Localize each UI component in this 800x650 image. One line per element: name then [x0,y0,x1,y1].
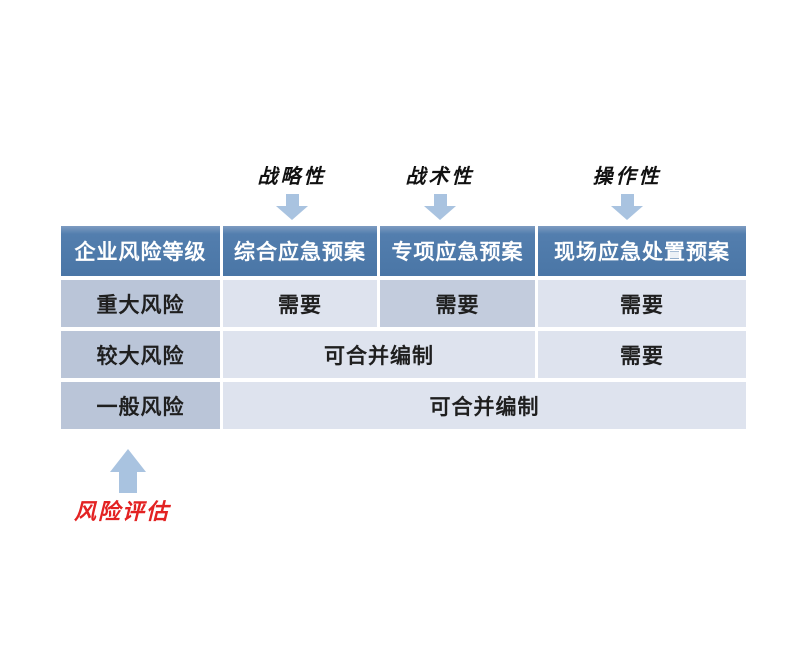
callout-operational: 操作性 [557,160,697,220]
header-cell-onsite-plan: 现场应急处置预案 [535,222,749,280]
risk-plan-table: 企业风险等级 综合应急预案 专项应急预案 现场应急处置预案 重大风险 需要 需要… [58,222,749,433]
cell-general-merged: 可合并编制 [220,378,749,433]
callout-tactical: 战术性 [370,160,510,220]
header-cell-specialized-plan: 专项应急预案 [377,222,538,280]
header-cell-risk-level: 企业风险等级 [58,222,223,280]
down-arrow-icon [424,194,456,220]
tactical-label: 战术性 [405,164,475,188]
strategic-label: 战略性 [257,164,327,188]
cell-larger-risk-level: 较大风险 [58,327,223,382]
cell-major-onsite: 需要 [535,276,749,331]
table-row-major-risk: 重大风险 需要 需要 需要 [58,276,749,331]
cell-major-risk-level: 重大风险 [58,276,223,331]
cell-larger-merged: 可合并编制 [220,327,538,382]
risk-assessment-up-arrow-icon [110,449,146,493]
table-row-larger-risk: 较大风险 可合并编制 需要 [58,327,749,382]
cell-general-risk-level: 一般风险 [58,378,223,433]
table-header-row: 企业风险等级 综合应急预案 专项应急预案 现场应急处置预案 [58,222,749,280]
table-row-general-risk: 一般风险 可合并编制 [58,378,749,433]
down-arrow-icon [611,194,643,220]
cell-larger-onsite: 需要 [535,327,749,382]
cell-major-specialized: 需要 [377,276,538,331]
cell-major-comprehensive: 需要 [220,276,380,331]
risk-assessment-label: 风险评估 [74,499,171,525]
operational-label: 操作性 [592,164,662,188]
callout-strategic: 战略性 [222,160,362,220]
down-arrow-icon [276,194,308,220]
header-cell-comprehensive-plan: 综合应急预案 [220,222,380,280]
